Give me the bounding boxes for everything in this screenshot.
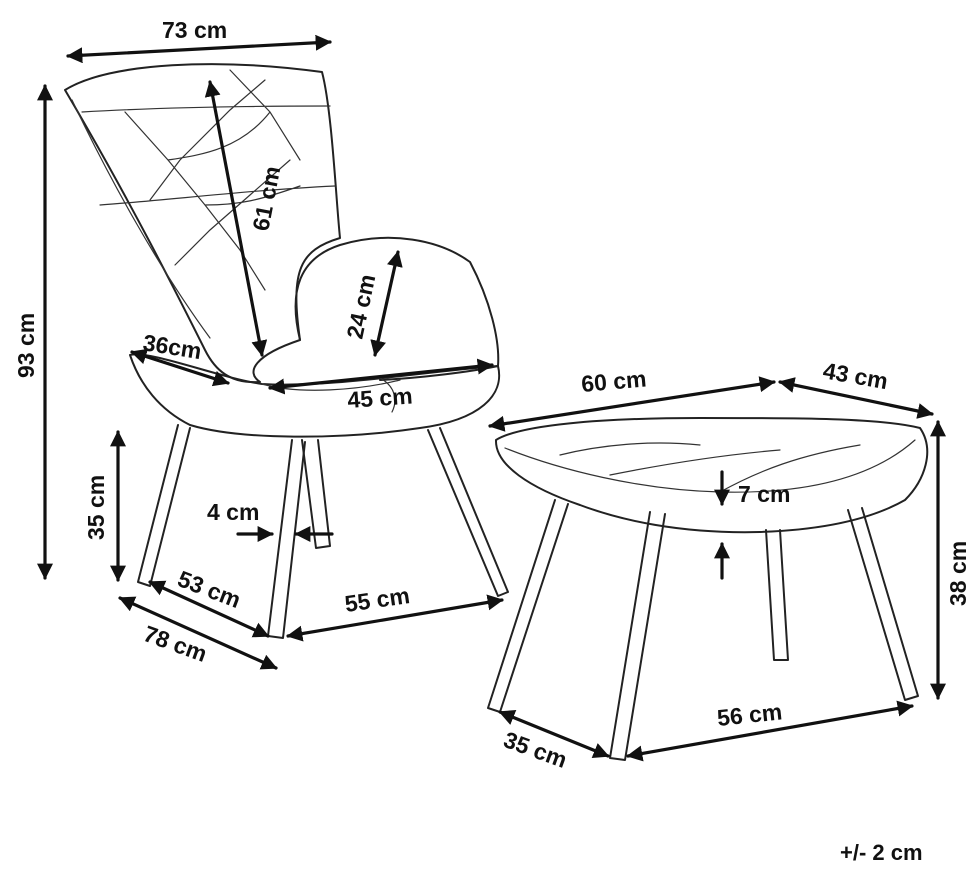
label-chair-leg-span: 55 cm <box>343 582 411 617</box>
label-ottoman-leg-span: 56 cm <box>716 698 784 731</box>
dim-line-armrest-height <box>370 250 403 357</box>
dim-line-ottoman-width <box>488 376 776 432</box>
ottoman-leg-front-left <box>487 499 569 713</box>
label-ottoman-height: 38 cm <box>945 541 971 606</box>
dim-line-arm-depth <box>130 348 230 387</box>
label-armrest-height: 24 cm <box>341 272 380 341</box>
label-ottoman-width: 60 cm <box>580 365 647 397</box>
dimension-lines <box>37 34 946 762</box>
label-seat-width: 45 cm <box>347 383 414 413</box>
label-chair-depth: 78 cm <box>140 620 210 667</box>
chair-leg-back-right <box>427 427 509 597</box>
chair-tufting <box>81 69 336 291</box>
label-seat-depth: 53 cm <box>174 565 244 613</box>
dim-line-ottoman-leg-depth <box>498 710 610 758</box>
chair-leg-back-center <box>301 439 331 549</box>
dim-line-seat-width <box>268 358 494 395</box>
label-ottoman-depth: 43 cm <box>821 357 890 394</box>
label-chair-height: 93 cm <box>13 313 39 378</box>
dim-line-ottoman-depth <box>778 377 934 419</box>
ottoman-top <box>494 417 929 534</box>
dim-line-chair-leg-span <box>286 594 504 642</box>
ottoman-top-edge <box>504 439 916 493</box>
dim-line-backrest-height <box>204 80 268 357</box>
dimension-labels: 73 cm 93 cm 61 cm 24 cm 36cm 45 cm 35 cm… <box>13 17 971 865</box>
ottoman-tufting <box>559 442 861 493</box>
dim-line-chair-width <box>66 34 332 64</box>
ottoman-leg-front-right <box>609 511 666 761</box>
chair-leg-front-left <box>137 424 191 587</box>
label-ottoman-leg-depth: 35 cm <box>500 726 570 773</box>
dim-line-ottoman-leg-span <box>626 700 914 762</box>
ottoman-drawing <box>487 417 929 761</box>
label-cushion-thickness: 7 cm <box>738 481 790 507</box>
ottoman-leg-back-right <box>847 507 919 701</box>
chair-leg-front-right <box>267 439 306 639</box>
label-chair-width: 73 cm <box>162 17 227 43</box>
chair-backrest-side <box>71 99 211 339</box>
chair-seat <box>129 353 501 438</box>
label-seat-height: 35 cm <box>83 475 109 540</box>
ottoman-leg-back-center <box>765 529 789 661</box>
tolerance-note: +/- 2 cm <box>840 840 923 865</box>
dim-line-chair-depth <box>118 596 278 670</box>
label-leg-diameter: 4 cm <box>207 499 259 525</box>
chair-backrest <box>64 63 341 384</box>
label-backrest-height: 61 cm <box>247 164 285 233</box>
